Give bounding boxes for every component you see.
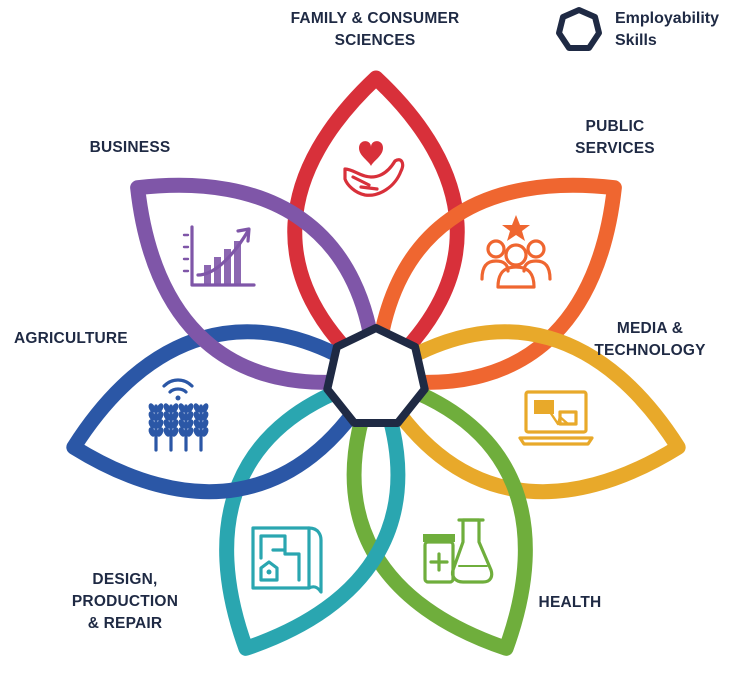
petal-family bbox=[287, 70, 465, 386]
petal-health bbox=[346, 370, 533, 656]
petal-design bbox=[219, 370, 406, 656]
computer-cursor-icon bbox=[518, 390, 594, 446]
label-media-technology: MEDIA &TECHNOLOGY bbox=[594, 320, 706, 359]
label-design-production-repair: DESIGN,PRODUCTION& REPAIR bbox=[71, 571, 179, 632]
lab-flask-icon bbox=[423, 518, 494, 584]
label-health: HEALTH bbox=[538, 594, 602, 611]
people-star-icon bbox=[480, 215, 552, 289]
growth-chart-icon bbox=[182, 225, 256, 287]
legend-label-line2: Skills bbox=[615, 32, 657, 49]
petal-business bbox=[130, 177, 384, 390]
legend: Employability Skills bbox=[553, 6, 743, 56]
label-business: BUSINESS bbox=[89, 139, 171, 156]
petal-agriculture bbox=[66, 324, 384, 500]
heptagon-legend-icon bbox=[556, 7, 602, 51]
blueprint-icon bbox=[251, 526, 323, 594]
heart-hand-icon bbox=[343, 141, 405, 197]
petal-media bbox=[368, 324, 686, 500]
label-agriculture: AGRICULTURE bbox=[14, 330, 128, 347]
wheat-wifi-icon bbox=[148, 378, 209, 452]
center-heptagon bbox=[323, 324, 429, 427]
legend-label-line1: Employability bbox=[615, 10, 720, 27]
petal-public bbox=[368, 177, 622, 390]
